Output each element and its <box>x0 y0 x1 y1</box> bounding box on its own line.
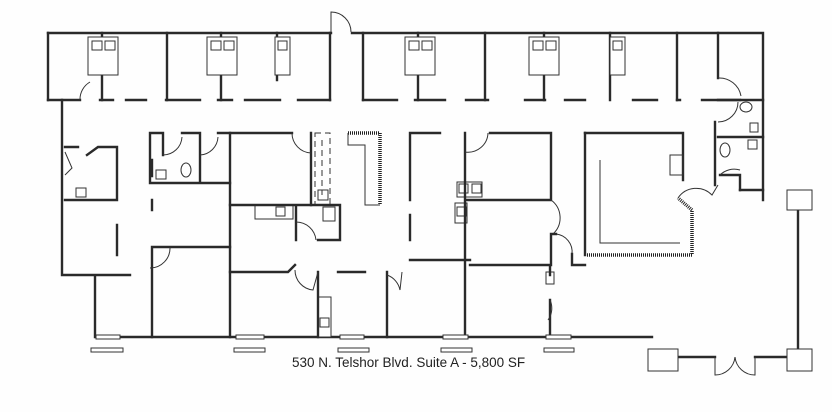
interior-walls <box>63 98 765 339</box>
entry-door <box>330 11 756 376</box>
property-caption: 530 N. Telshor Blvd. Suite A - 5,800 SF <box>292 355 526 370</box>
exterior-walls <box>46 31 800 359</box>
window-pillars <box>647 189 813 372</box>
top-offices <box>46 31 742 102</box>
sinks <box>75 36 759 338</box>
exterior-windows <box>90 334 575 353</box>
